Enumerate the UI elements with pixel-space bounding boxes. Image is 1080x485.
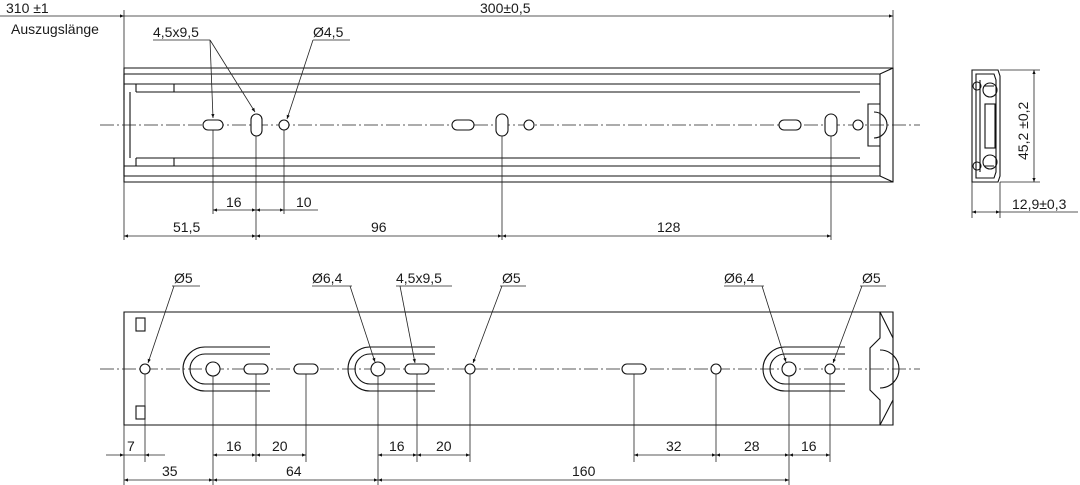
round-hole [139, 363, 151, 375]
dim-height: 45,2 ±0,2 [1015, 102, 1031, 160]
slot-hole [495, 113, 509, 137]
callout-c5: Ø6,4 [724, 270, 755, 286]
profile-ball [982, 82, 998, 98]
dim-20a: 20 [272, 438, 288, 454]
leader-line [761, 285, 787, 363]
bottom-view: Ø5 Ø6,4 4,5x9,5 Ø5 Ø6,4 Ø5 [100, 270, 920, 485]
slot-hole [293, 363, 319, 375]
extension-value: 310 ±1 [6, 0, 49, 16]
dim-160: 160 [572, 463, 596, 479]
mounting-cutout [762, 346, 845, 392]
length-label: 300±0,5 [480, 0, 531, 16]
dim-20b: 20 [436, 438, 452, 454]
profile-ball [972, 81, 982, 91]
callout-c3: 4,5x9,5 [396, 270, 442, 286]
leader-line [209, 39, 215, 119]
callout-slot: 4,5x9,5 [153, 24, 199, 40]
leader-line [147, 285, 175, 364]
top-rail-inner-lower [123, 150, 894, 183]
round-hole [370, 361, 386, 377]
dim-35: 35 [162, 463, 178, 479]
leader-line [832, 285, 863, 364]
dim-width: 12,9±0,3 [1012, 196, 1067, 212]
leader-line [472, 285, 503, 364]
slot-hole [824, 113, 838, 137]
round-hole [523, 119, 535, 131]
dim-10: 10 [296, 194, 312, 210]
profile-inner [975, 73, 997, 179]
dim-51-5: 51,5 [173, 219, 200, 235]
profile-ball [982, 154, 998, 170]
round-hole [824, 363, 836, 375]
slot-hole [404, 363, 430, 375]
callout-c2: Ø6,4 [312, 270, 343, 286]
leader-line [349, 285, 376, 363]
round-hole [278, 119, 290, 131]
dim-16a: 16 [226, 438, 242, 454]
slot-hole [621, 363, 647, 375]
slot-hole [778, 119, 802, 131]
round-hole [205, 361, 221, 377]
top-rail-inner-upper [123, 67, 894, 100]
slot-hole [243, 363, 269, 375]
dim-16b: 16 [389, 438, 405, 454]
callout-c4: Ø5 [502, 270, 521, 286]
dim-7: 7 [127, 438, 135, 454]
bottom-tab [135, 405, 146, 420]
dim-28: 28 [744, 438, 760, 454]
round-hole [852, 119, 864, 131]
dim-16: 16 [226, 194, 242, 210]
slot-hole [202, 119, 224, 131]
round-hole [464, 363, 476, 375]
dim-128: 128 [657, 219, 681, 235]
profile-ball [972, 161, 982, 171]
leader-line [399, 285, 416, 364]
dim-32: 32 [666, 438, 682, 454]
round-hole [710, 363, 722, 375]
dim-64: 64 [286, 463, 302, 479]
slot-hole [250, 113, 263, 137]
mounting-cutout [347, 346, 435, 392]
dim-16c: 16 [801, 438, 817, 454]
bottom-rail-outline [123, 311, 894, 426]
mounting-cutout [182, 346, 270, 392]
top-view: 300±0,5 310 ±1 Auszugslänge 4,5x9,5 Ø4,5… [0, 0, 920, 240]
bottom-rail-end [869, 311, 900, 426]
callout-hole: Ø4,5 [313, 24, 344, 40]
side-view: 45,2 ±0,2 12,9±0,3 [971, 69, 1078, 218]
callout-c1: Ø5 [174, 270, 193, 286]
leader-line [286, 39, 314, 120]
bottom-tab [135, 317, 146, 332]
callout-c6: Ø5 [862, 270, 881, 286]
profile-slider [984, 103, 996, 149]
round-hole [781, 361, 797, 377]
slot-hole [451, 119, 475, 131]
extension-label: Auszugslänge [11, 21, 99, 37]
leader-line [209, 39, 256, 113]
dim-96: 96 [371, 219, 387, 235]
